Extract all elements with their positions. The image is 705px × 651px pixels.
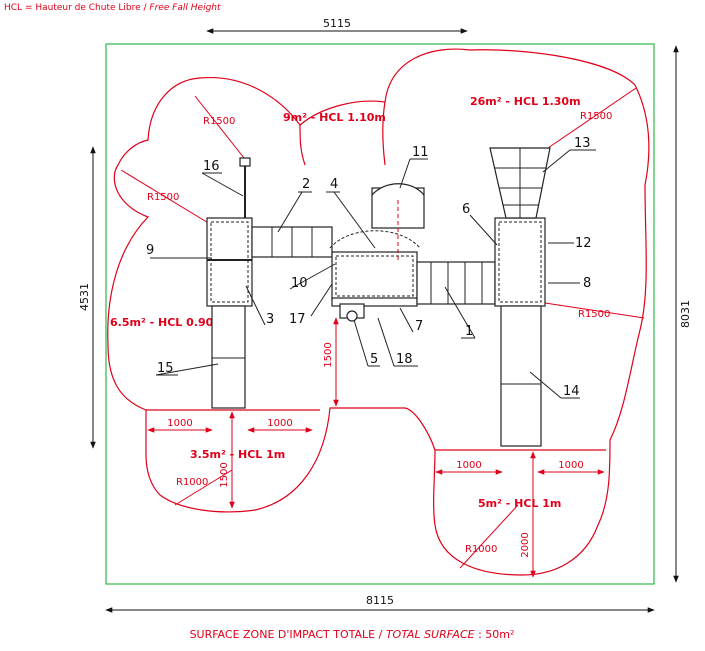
zone-label-1: 9m² - HCL 1.10m [283,111,386,124]
callout-12: 12 [575,236,592,251]
svg-text:R1000: R1000 [176,477,208,488]
callout-1: 1 [465,324,473,339]
equipment [206,147,551,447]
callout-16: 16 [203,159,220,174]
svg-text:R1000: R1000 [465,544,497,555]
callout-5: 5 [370,352,378,367]
dim-right: 8031 [673,45,692,583]
svg-text:1000: 1000 [267,418,292,429]
dim-bottom: 8115 [105,594,655,613]
callout-2: 2 [302,177,310,192]
callout-8: 8 [583,276,591,291]
right-tower [494,217,546,307]
svg-text:R1500: R1500 [203,116,235,127]
svg-text:1000: 1000 [167,418,192,429]
left-slide [211,305,246,409]
zone-label-3: 6.5m² - HCL 0.90m [110,316,225,329]
svg-text:1500: 1500 [323,342,334,367]
zone-label-4: 3.5m² - HCL 1m [190,448,285,461]
callout-6: 6 [462,202,470,217]
callout-11: 11 [412,145,429,160]
svg-text:1000: 1000 [456,460,481,471]
central-platform [331,251,418,301]
callout-15: 15 [157,361,174,376]
dim-left: 4531 [78,146,96,449]
left-tower [206,217,253,307]
callout-10: 10 [291,276,308,291]
zone-inner-arc-2 [382,101,386,166]
svg-text:8115: 8115 [366,594,394,607]
svg-text:1000: 1000 [558,460,583,471]
zone-inner-arc [299,124,306,166]
zone-label-2: 26m² - HCL 1.30m [470,95,581,108]
svg-text:5115: 5115 [323,17,351,30]
callout-14: 14 [563,384,580,399]
callout-4: 4 [330,177,338,192]
svg-text:2000: 2000 [520,532,531,557]
callouts: 1 2 3 4 5 6 7 8 9 10 11 12 13 14 [146,136,596,399]
callout-9: 9 [146,243,154,258]
callout-13: 13 [574,136,591,151]
callout-18: 18 [396,352,413,367]
legend-text: HCL = Hauteur de Chute Libre / Free Fall… [4,3,221,13]
callout-7: 7 [415,319,423,334]
boundary-rect [105,43,655,585]
svg-text:R1500: R1500 [578,309,610,320]
footer-total-surface: SURFACE ZONE D'IMPACT TOTALE / TOTAL SUR… [190,628,515,641]
svg-text:8031: 8031 [679,300,692,328]
radius-labels: R1500 R1500 R1500 R1500 R1000 R1000 [120,87,645,569]
callout-17: 17 [289,312,306,327]
dim-top: 5115 [206,17,468,34]
svg-text:4531: 4531 [78,283,91,311]
callout-3: 3 [266,312,274,327]
svg-text:R1500: R1500 [147,192,179,203]
svg-text:1500: 1500 [219,462,230,487]
zone-label-5: 5m² - HCL 1m [478,497,561,510]
bridge-right [416,261,496,305]
impact-zone-outline [107,48,650,576]
red-dims: 1500 1500 1000 1000 1000 1000 2000 [147,317,605,578]
svg-text:R1500: R1500 [580,111,612,122]
